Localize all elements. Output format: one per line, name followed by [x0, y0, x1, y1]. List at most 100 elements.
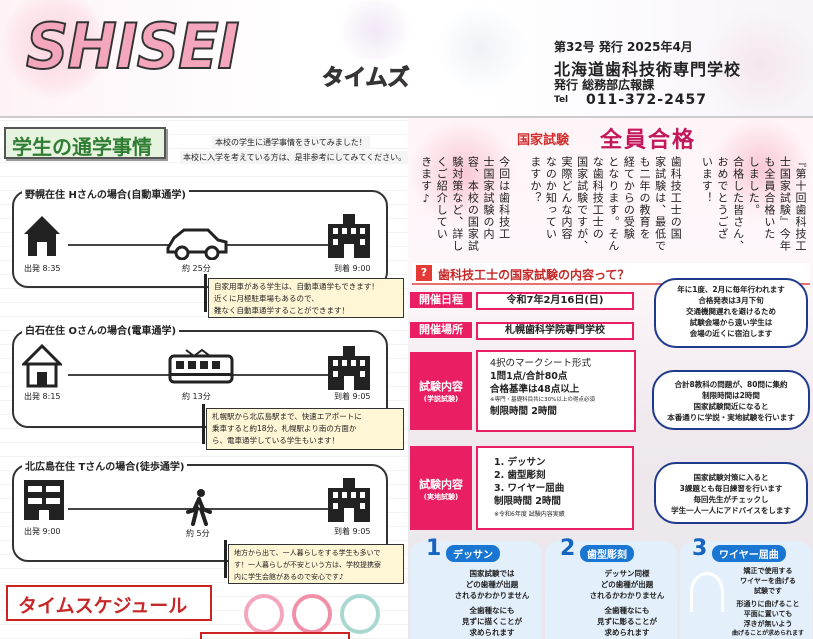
cat-line: されるかわかりません [454, 591, 530, 600]
duration: 約 13分 [182, 392, 211, 401]
duration: 約 25分 [182, 264, 211, 273]
cat-line: 形通りに曲げること [736, 600, 800, 608]
cat-line: 国家試験では [469, 569, 515, 578]
alarm-clock-icon [244, 594, 284, 634]
exam-intro: 『第十回歯科技工士国家試験』今年も全員合格いたしました。合格した皆さん、おめでと… [416, 156, 808, 260]
intro-column: 容、本校の国家試 [466, 156, 480, 252]
note-line: ら、電車通学している学生もいます！ [212, 436, 340, 445]
bubble-line: 毎回先生がチェックし [693, 495, 769, 504]
car-icon [164, 226, 230, 264]
school-building-icon [326, 344, 372, 396]
category-name: デッサン [446, 545, 500, 562]
label-sub: (学説試験) [423, 395, 459, 403]
intro-column: きます♪ [419, 156, 433, 206]
intro-column: 経てからの受験 [622, 156, 636, 240]
sakura-decoration [408, 118, 518, 228]
tel-number: 011-372-2457 [586, 92, 708, 108]
bubble-line: 学生一人一人にアドバイスをします [671, 506, 791, 515]
intro-column: 『第十回歯科技工 [794, 156, 807, 252]
exam-line: 1. デッサン [494, 457, 546, 468]
commute-note: 自家用車がある学生は、自動車通学もできます！ 近くに月極駐車場もあるので、 難な… [204, 274, 404, 318]
exam-line: 合格基準は48点以上 [490, 384, 580, 395]
bubble-line: 3課題とも毎日練習を行います [679, 484, 783, 493]
cat-line: されるかわかりません [589, 591, 665, 600]
category-name: 歯型彫刻 [580, 545, 634, 562]
intro-column: も全員合格いた [762, 156, 776, 240]
commute-note: 地方から出て、一人暮らしをする学生も多いで す！一人暮らしが不安という方は、学校… [224, 540, 404, 584]
exam-line: 2. 歯型彫刻 [494, 470, 546, 481]
cat-line: 見ずに彫ることが [597, 617, 657, 626]
category-name: ワイヤー屈曲 [712, 545, 786, 562]
label-text: 試験内容 [419, 478, 463, 491]
intro-column: となります。そん [606, 156, 620, 252]
exam-line: 制限時間 2時間 [490, 406, 557, 417]
cat-line: 平面に置いても [743, 610, 793, 618]
date-value: 令和7年2月16日(日) [476, 292, 634, 310]
school-building-icon [326, 212, 372, 264]
arrive-time: 到着 9:00 [334, 264, 371, 273]
issue-info: 第32号 発行 2025年4月 [554, 40, 693, 54]
intro-column: います！ [700, 156, 714, 204]
bubble-line: 本番通りに学説・実地試験を行います [667, 413, 795, 422]
exam-headline: 全員合格 [600, 128, 697, 153]
cat-line: ワイヤーを曲げる [740, 577, 796, 585]
cat-line: どの歯種が出題 [600, 580, 654, 589]
cat-line: 浮きが無いよう [743, 620, 793, 628]
school-building-icon [326, 476, 372, 528]
header-divider [0, 116, 813, 118]
info-bubble: 年に1度、2月に毎年行われます 合格発表は3月下旬 交通機関遅れを避けるため 試… [654, 278, 808, 348]
cat-line: 試験です [754, 587, 782, 595]
category-number: 3 [692, 536, 708, 561]
bubble-line: 年に1度、2月に毎年行われます [677, 285, 785, 294]
walking-person-icon [184, 488, 214, 530]
exam-line: 1問1点/合計80点 [490, 371, 568, 382]
exam-line: ※専門・基礎科目共に30%以上の得点必須 [490, 397, 595, 403]
case-title: 白石在住 Oさんの場合(電車通学) [22, 322, 180, 337]
cat-line: 見ずに描くことが [462, 617, 522, 626]
cat-line: どの歯種が出題 [465, 580, 519, 589]
bubble-line: 制限時間は2時間 [702, 391, 760, 400]
exam-line: 3. ワイヤー屈曲 [494, 483, 565, 494]
note-line: 難なく自動車通学することができます！ [214, 306, 349, 315]
cat-line: デッサン同様 [604, 569, 650, 578]
label-sub: (実地試験) [423, 493, 459, 501]
tel-label: Tel [554, 95, 569, 105]
question-icon: ? [416, 265, 432, 281]
case-title: 野幌在住 Hさんの場合(自動車通学) [22, 186, 189, 201]
intro-column: 今回は歯科技工 [497, 156, 511, 240]
commute-title: 学生の通学事情 [4, 127, 166, 159]
category-number: 1 [426, 536, 442, 561]
house-icon [20, 343, 64, 392]
sakura-decoration [708, 118, 813, 218]
exam-line: ※令和6年度 試験内容実績 [494, 511, 565, 518]
intro-column: 士国家試験の内 [482, 156, 495, 240]
intro-column: 合格した皆さん、 [731, 156, 745, 252]
logo-subtitle: タイムズ [322, 66, 411, 92]
intro-column: 験対策など、詳し [450, 156, 464, 252]
burst-decoration [330, 0, 420, 60]
depart-time: 出発 8:35 [24, 264, 61, 273]
bubble-line: 交通機関遅れを避けるため [686, 307, 776, 316]
depart-time: 出発 9:00 [24, 527, 61, 536]
content-title: 歯科技工士の国家試験の内容って？ [438, 268, 630, 282]
bubble-line: 国家試験対策に入ると [693, 473, 769, 482]
cat-line: 求められます [469, 628, 515, 637]
depart-time: 出発 8:15 [24, 392, 61, 401]
cat-line: 求められます [604, 628, 650, 637]
masthead: SHISEI タイムズ 第32号 発行 2025年4月 北海道歯科技術専門学校 … [0, 0, 813, 120]
bubble-line: 会場の近くに宿泊します [689, 329, 773, 338]
info-bubble: 国家試験対策に入ると 3課題とも毎日練習を行います 毎回先生がチェックし 学生一… [654, 462, 808, 524]
intro-column: 家試験は、最低で [653, 156, 667, 252]
cat-line: 曲げることが求められます [731, 630, 804, 637]
house-icon [22, 214, 62, 262]
schedule-box-edge [200, 632, 350, 639]
label-text: 試験内容 [419, 380, 463, 393]
intro-column: くご紹介してい [435, 156, 449, 240]
train-icon [166, 348, 236, 392]
cat-line: 矯正で使用する [743, 567, 793, 575]
publisher: 発行 総務部広報課 [554, 78, 655, 92]
alarm-clock-icon [292, 594, 332, 634]
bubble-line: 試験会場から遠い学生は [689, 318, 773, 327]
bubble-line: 国家試験間近になると [693, 402, 769, 411]
intro-column: 国家試験ですが、 [575, 156, 589, 252]
